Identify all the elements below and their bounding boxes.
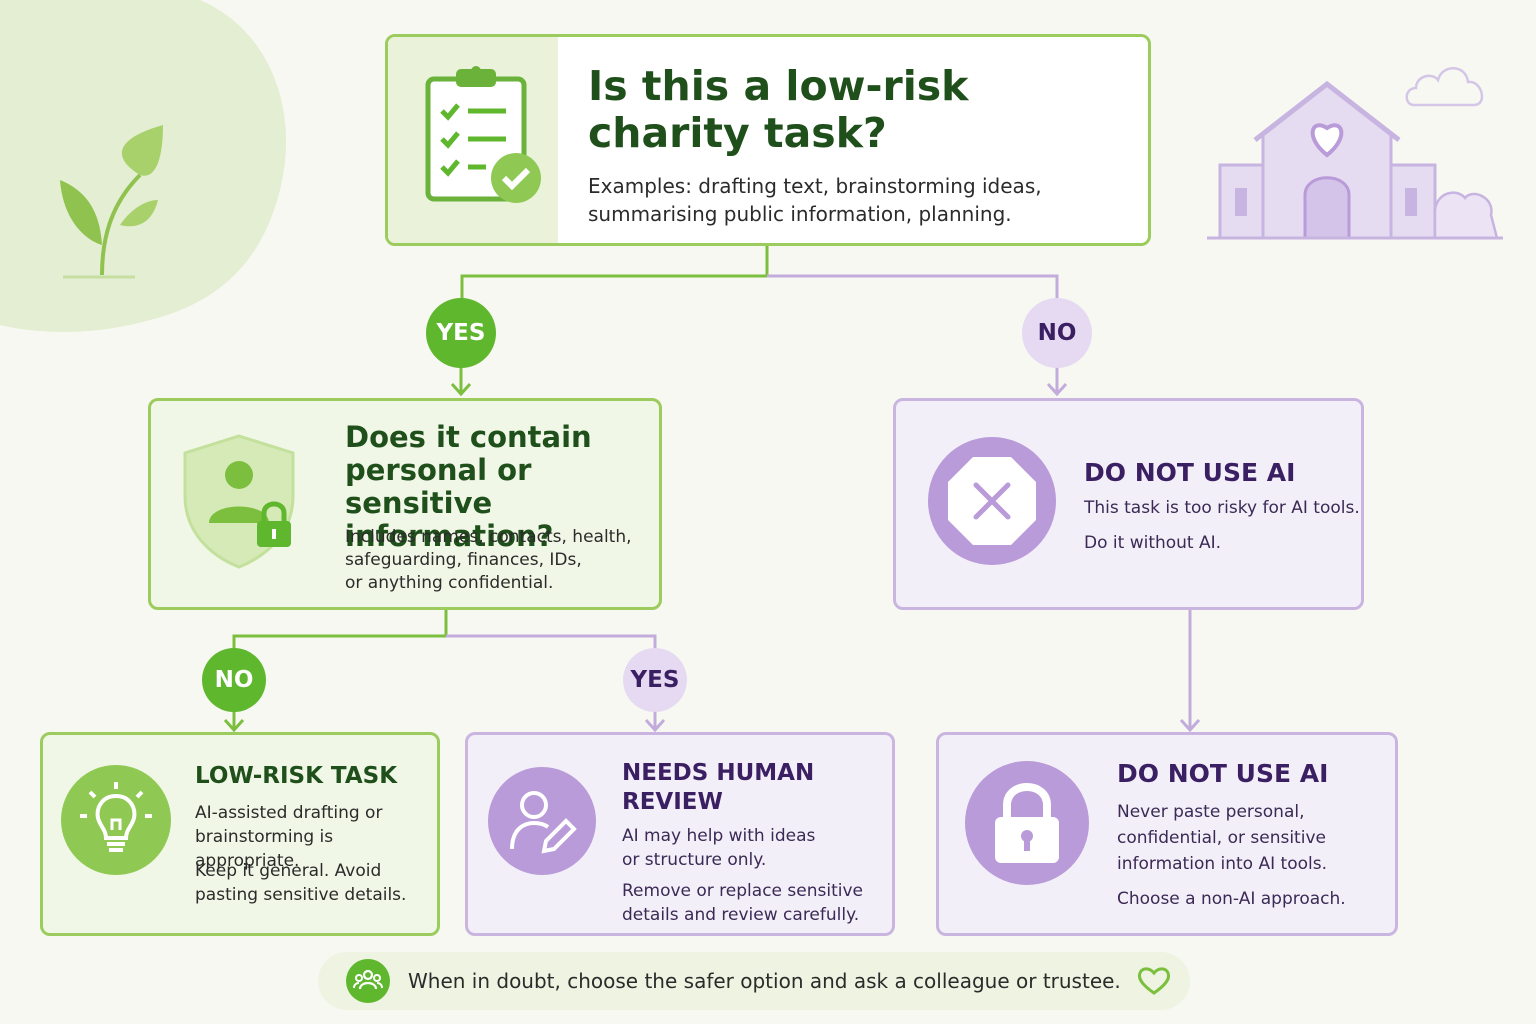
start-question-box: Is this a low-risk charity task? Example… [385,34,1151,246]
needs-human-review-box: NEEDS HUMAN REVIEW AI may help with idea… [465,732,895,936]
do-not-use-ai-top-line2: Do it without AI. [1084,533,1222,553]
sensitive-info-question-box: Does it contain personal or sensitive in… [148,398,662,610]
plant-icon [60,125,163,279]
no-pill-bottom: NO [202,648,266,712]
padlock-icon [965,761,1089,885]
stop-x-icon [928,437,1056,565]
people-icon [346,959,390,1003]
question-description: Includes names, contacts, health, safegu… [345,527,632,593]
question-title: Does it contain personal or sensitive in… [345,420,592,553]
footer-tip: When in doubt, choose the safer option a… [318,952,1190,1010]
house-heart-icon [1207,80,1503,240]
low-risk-title: LOW-RISK TASK [195,763,398,789]
low-risk-desc2: Keep it general. Avoid pasting sensitive… [195,861,407,905]
person-pencil-icon [488,767,596,875]
cloud-icon [1405,67,1484,107]
do-not-use-ai-bottom-title: DO NOT USE AI [1117,759,1329,788]
low-risk-desc1: AI-assisted drafting or brainstorming is… [195,803,383,871]
review-title: NEEDS HUMAN REVIEW [622,760,815,815]
low-risk-task-box: LOW-RISK TASK AI-assisted drafting or br… [40,732,440,936]
do-not-use-ai-bottom-desc: Never paste personal, confidential, or s… [1117,802,1327,874]
yes-pill-bottom: YES [623,648,687,712]
yes-pill-top: YES [426,298,496,368]
clipboard-check-icon [425,66,541,203]
review-desc1: AI may help with ideas or structure only… [622,826,816,870]
start-title: Is this a low-risk charity task? [588,62,969,157]
shield-user-lock-icon [183,434,295,569]
review-desc2: Remove or replace sensitive details and … [622,881,863,925]
heart-icon [1137,967,1170,995]
do-not-use-ai-bottom-line4: Choose a non-AI approach. [1117,889,1346,909]
no-pill-top: NO [1022,298,1092,368]
do-not-use-ai-top-box: DO NOT USE AI This task is too risky for… [893,398,1364,610]
do-not-use-ai-bottom-box: DO NOT USE AI Never paste personal, conf… [936,732,1398,936]
do-not-use-ai-top-line1: This task is too risky for AI tools. [1084,498,1360,518]
do-not-use-ai-top-title: DO NOT USE AI [1084,458,1296,487]
start-description: Examples: drafting text, brainstorming i… [588,174,1042,226]
lightbulb-icon [61,765,171,875]
footer-text: When in doubt, choose the safer option a… [408,969,1121,993]
